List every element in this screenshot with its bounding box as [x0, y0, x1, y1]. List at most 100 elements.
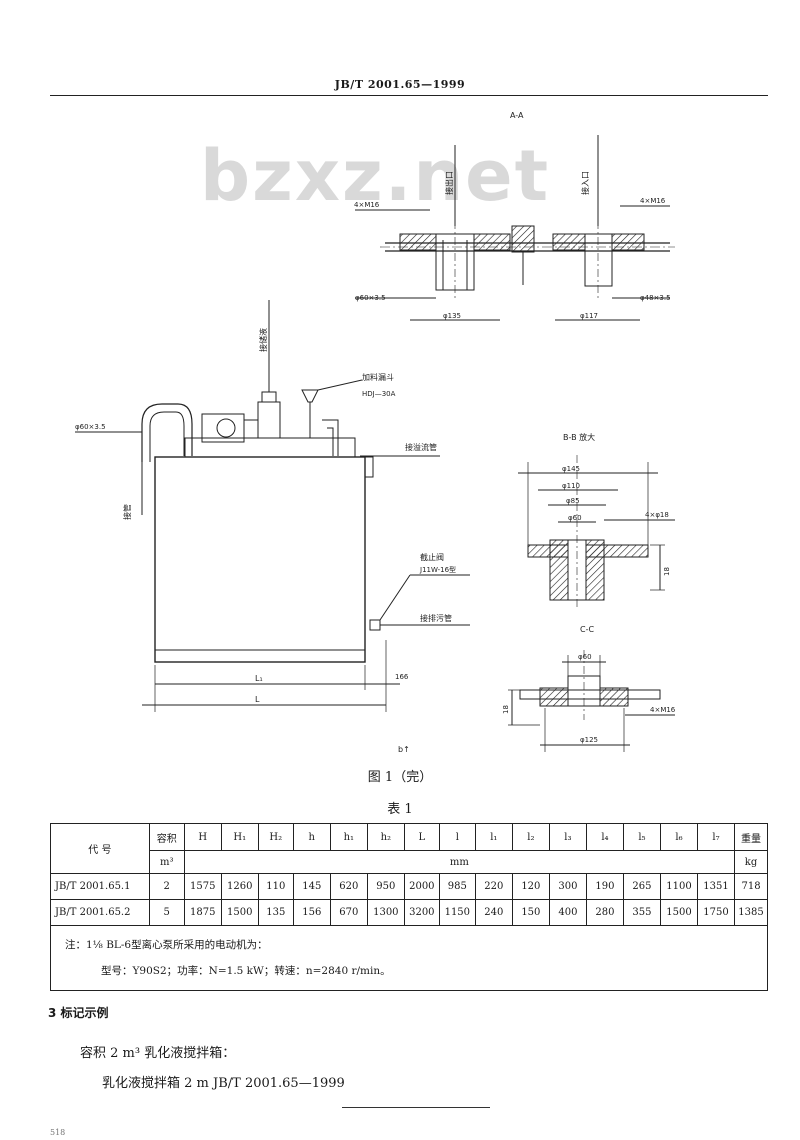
- header-rule: [50, 95, 768, 96]
- dim-166: 166: [395, 673, 409, 681]
- cell-volume: 2: [148, 873, 185, 900]
- aa-vert-left: 接出口: [444, 171, 454, 195]
- table-row: JB/T 2001.65.2 5 1875 1500 135 156 670 1…: [50, 899, 768, 926]
- cell-value: 110: [257, 873, 294, 900]
- aa-right-flange-l: [552, 233, 586, 251]
- bb-d60: φ60: [568, 514, 582, 522]
- cell-value: 120: [511, 873, 550, 900]
- left-bent-pipe: [141, 403, 193, 462]
- cell-value: 190: [585, 873, 624, 900]
- note-line-2: 型号：Y90S2；功率：N=1.5 kW；转速：n=2840 r/min。: [101, 965, 391, 977]
- header-code: 代 号: [50, 823, 150, 874]
- table-note-row: 注：1⅛ BL-6型离心泵所采用的电动机为： 型号：Y90S2；功率：N=1.5…: [50, 925, 768, 991]
- cell-value: 670: [329, 899, 368, 926]
- aa-dim-left: φ135: [443, 312, 461, 320]
- table-row: JB/T 2001.65.1 2 1575 1260 110 145 620 9…: [50, 873, 768, 900]
- cell-code: JB/T 2001.65.2: [50, 899, 150, 926]
- drain-label: 接排污管: [420, 613, 452, 623]
- main-vert-left: 接管: [122, 504, 132, 520]
- header-col: h₁: [329, 823, 368, 851]
- section-heading: 3 标记示例: [48, 1006, 109, 1020]
- header-col: h: [292, 823, 331, 851]
- cc-thread: 4×M16: [650, 706, 676, 714]
- header-weight-unit: kg: [734, 850, 768, 874]
- header-unit-mm: mm: [183, 850, 736, 874]
- header-col: L: [403, 823, 440, 851]
- aa-pipe-left: φ60×3.5: [355, 294, 386, 302]
- bb-d85: φ85: [566, 497, 580, 505]
- aa-right-pipe: [584, 233, 613, 287]
- header-col: l₆: [659, 823, 699, 851]
- bb-h: 18: [663, 567, 671, 576]
- note-line-1: 注：1⅛ BL-6型离心泵所采用的电动机为：: [65, 939, 268, 951]
- view-c-c-title: C-C: [580, 625, 594, 634]
- cell-value: 135: [257, 899, 294, 926]
- cell-value: 1150: [438, 899, 476, 926]
- cell-value: 950: [366, 873, 405, 900]
- cell-value: 1500: [220, 899, 259, 926]
- cell-code: JB/T 2001.65.1: [50, 873, 150, 900]
- right-pipe-inner: [327, 427, 334, 456]
- bb-d110: φ110: [562, 482, 580, 490]
- header-col: H: [183, 823, 222, 851]
- header-col: l₅: [622, 823, 661, 851]
- header-col: l₁: [474, 823, 513, 851]
- dim-l1: L₁: [255, 674, 263, 683]
- tank-top-frame: [184, 437, 356, 458]
- page-number: 518: [50, 1128, 66, 1137]
- example-line-1: 容积 2 m³ 乳化液搅拌箱：: [80, 1046, 236, 1061]
- left-bent-pipe-inner: [149, 411, 185, 462]
- bottom-rule: [342, 1107, 490, 1108]
- cell-value: 620: [329, 873, 368, 900]
- table-title: 表 1: [387, 802, 413, 817]
- cc-plate: [519, 689, 661, 700]
- cell-value: 156: [292, 899, 331, 926]
- valve-leader: [379, 574, 411, 621]
- aa-vert-right: 接入口: [580, 171, 590, 195]
- cell-value: 1750: [696, 899, 736, 926]
- table-header-row: 代 号 容积 H H₁ H₂ h h₁ h₂ L l l₁ l₂ l₃ l₄ l…: [50, 823, 768, 874]
- cc-d60: φ60: [578, 653, 592, 661]
- bb-d145: φ145: [562, 465, 580, 473]
- drain-valve: [369, 619, 381, 631]
- cell-value: 1575: [183, 873, 222, 900]
- cell-value: 150: [511, 899, 550, 926]
- cc-h: 18: [502, 705, 510, 714]
- cell-value: 240: [474, 899, 513, 926]
- example-line-2: 乳化液搅拌箱 2 m JB/T 2001.65—1999: [102, 1076, 345, 1091]
- main-vert-top: 接储液: [258, 328, 268, 352]
- cell-value: 1351: [696, 873, 736, 900]
- tank-body: [154, 456, 366, 663]
- cc-d125: φ125: [580, 736, 598, 744]
- header-col: h₂: [366, 823, 405, 851]
- header-col: l₄: [585, 823, 624, 851]
- cell-value: 300: [548, 873, 587, 900]
- header-weight: 重量: [734, 823, 768, 851]
- header-col: H₂: [257, 823, 294, 851]
- cell-value: 1100: [659, 873, 699, 900]
- funnel: [301, 389, 319, 403]
- pump-coupling: [243, 419, 259, 439]
- view-a-a: A-A 接出口 接入口 4×M16 4×M16 φ60×3.5 φ48×3.5: [354, 111, 675, 321]
- aa-pipe-right: φ48×3.5: [640, 294, 671, 302]
- aa-left-flange-l: [399, 233, 437, 251]
- table-unit-row: m³ mm kg: [51, 850, 768, 874]
- cell-value: 145: [292, 873, 331, 900]
- cell-value: 1260: [220, 873, 259, 900]
- funnel-sub: HDJ—30A: [362, 390, 396, 398]
- view-c-c: C-C φ60 4×M16 φ125 18: [502, 625, 676, 752]
- aa-left-flange-r: [473, 233, 511, 251]
- cell-value: 1500: [659, 899, 699, 926]
- cell-value: 220: [474, 873, 513, 900]
- cell-value: 1300: [366, 899, 405, 926]
- funnel-leader: [317, 379, 363, 391]
- view-main-label: b↑: [398, 745, 410, 754]
- cell-value: 3200: [403, 899, 440, 926]
- cell-value: 280: [585, 899, 624, 926]
- cell-value: 2000: [403, 873, 440, 900]
- header-col: l₂: [511, 823, 550, 851]
- technical-drawing: A-A 接出口 接入口 4×M16 4×M16 φ60×3.5 φ48×3.5: [75, 111, 676, 754]
- header-col: H₁: [220, 823, 259, 851]
- cell-value: 265: [622, 873, 661, 900]
- bb-holes: 4×φ18: [645, 511, 669, 519]
